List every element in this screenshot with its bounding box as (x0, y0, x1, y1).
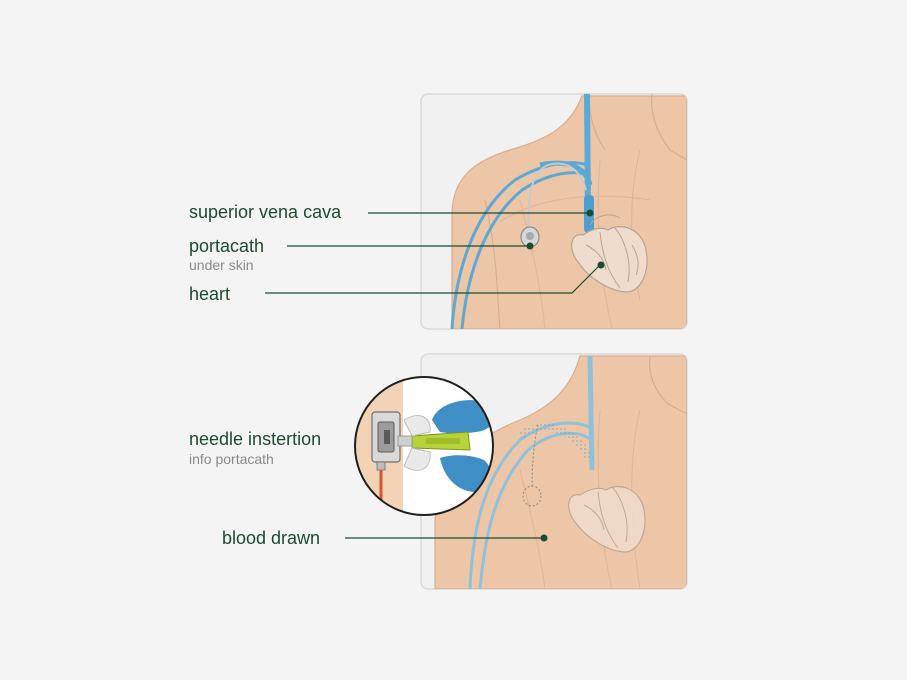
needle-device (371, 411, 471, 515)
leader-dots (526, 209, 605, 542)
label-superior-vena-cava: superior vena cava (189, 202, 342, 222)
label-blood-drawn: blood drawn (222, 528, 321, 548)
heart-illustration (571, 214, 648, 293)
heart-illustration-bottom (568, 486, 646, 553)
label-needle-sub: info portacath (189, 451, 274, 467)
catheter-dotted (517, 423, 594, 462)
top-anatomy-panel (420, 93, 688, 330)
bottom-anatomy-panel (420, 353, 688, 590)
vein-subclavian (539, 160, 593, 186)
label-needle-insertion: needle instertion (189, 429, 322, 449)
catheter-line (527, 162, 587, 233)
vein-jugular (584, 94, 591, 213)
label-heart: heart (189, 284, 231, 304)
leader-lines (265, 212, 601, 539)
port-device (520, 226, 540, 248)
port-outline (522, 485, 542, 507)
label-portacath: portacath (189, 236, 265, 256)
leader-heart (265, 264, 601, 294)
label-portacath-sub: under skin (189, 257, 254, 273)
